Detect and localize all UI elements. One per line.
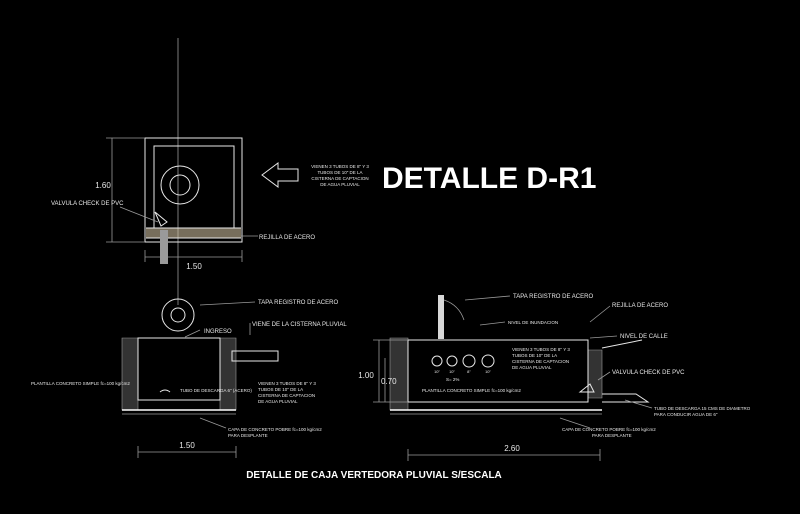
right-label-valve: VALVULA CHECK DE PVC (612, 370, 685, 376)
right-label-grate: REJILLA DE ACERO (612, 303, 668, 309)
left-note-4: DE AGUA PLUVIAL (258, 399, 298, 404)
left-note-3: CISTERNA DE CAPTACION (258, 393, 315, 398)
right-pipe-label-2: 10" (449, 369, 455, 374)
plan-outer-box (144, 137, 243, 243)
section-left: TAPA REGISTRO DE ACERO INGRESO VIENE DE … (31, 298, 347, 458)
left-label-from: VIENE DE LA CISTERNA PLUVIAL (252, 322, 347, 328)
right-label-street: NIVEL DE CALLE (620, 334, 668, 340)
left-label-base: CAPA DE CONCRETO POBRE fc=100 kg/cm2 (228, 427, 322, 432)
right-note-1: VIENEN 3 TUBOS DE 8" Y 3 (512, 347, 570, 352)
right-pipe-label-4: 10" (485, 369, 491, 374)
right-dim-2: 0.70 (381, 377, 397, 386)
right-label-slope: S= 2% (446, 377, 459, 382)
right-pipe-label-3: 8" (467, 369, 471, 374)
plan-pipe-inner (169, 174, 191, 196)
plan-note-3: CISTERNA DE CAPTACION (311, 176, 368, 181)
plan-note-2: TUBOS DE 10" DE LA (317, 170, 362, 175)
plan-dim-width: 1.50 (186, 262, 202, 271)
plan-label-grate: REJILLA DE ACERO (259, 235, 315, 241)
right-dim-1: 1.00 (358, 371, 374, 380)
right-label-discharge-2: PARA CONDUCIR AGUA DE 6" (654, 412, 718, 417)
right-note-3: CISTERNA DE CAPTACION (512, 359, 569, 364)
right-label-discharge-1: TUBO DE DESCARGA 15 CMS DE DIAMETRO (654, 406, 751, 411)
plan-view: 1.60 1.50 VALVULA CHECK DE PVC REJILLA D… (51, 38, 369, 305)
plan-grate (146, 228, 241, 238)
left-note-1: VIENEN 3 TUBOS DE 8" Y 3 (258, 381, 316, 386)
right-label-base: CAPA DE CONCRETO POBRE fc=100 kg/cm2 (562, 427, 656, 432)
plan-note-4: DE AGUA PLUVIAL (320, 182, 360, 187)
plan-dim-height: 1.60 (95, 181, 111, 190)
right-dim-width: 2.60 (504, 444, 520, 453)
plan-valve (160, 230, 168, 264)
section-right: TAPA REGISTRO DE ACERO REJILLA DE ACERO … (358, 294, 751, 461)
right-pipe-label-1: 10" (434, 369, 440, 374)
left-label-discharge: TUBO DE DESCARGA 6" (ACERO) (180, 388, 252, 393)
direction-arrow (261, 162, 299, 188)
left-label-slab: PLANTILLA CONCRETO SIMPLE fc=100 kg/cm2 (31, 381, 130, 386)
right-label-flood: NIVEL DE INUNDACION (508, 320, 558, 325)
left-dim-width: 1.50 (179, 441, 195, 450)
right-note-2: TUBOS DE 10" DE LA (512, 353, 557, 358)
left-note-2: TUBOS DE 10" DE LA (258, 387, 303, 392)
plan-label-valve: VALVULA CHECK DE PVC (51, 201, 124, 207)
drawing-title: DETALLE D-R1 (382, 162, 596, 195)
plan-pipe-outer (160, 165, 200, 205)
right-label-lid: TAPA REGISTRO DE ACERO (513, 294, 593, 300)
plan-note-1: VIENEN 3 TUBOS DE 8" Y 3 (311, 164, 369, 169)
drawing-subtitle: DETALLE DE CAJA VERTEDORA PLUVIAL S/ESCA… (246, 470, 502, 481)
plan-inner-box (153, 145, 235, 229)
left-label-sub: PARA DESPLANTE (228, 433, 268, 438)
right-label-sub: PARA DESPLANTE (592, 433, 632, 438)
right-note-4: DE AGUA PLUVIAL (512, 365, 552, 370)
left-label-lid: TAPA REGISTRO DE ACERO (258, 300, 338, 306)
right-label-slab: PLANTILLA CONCRETO SIMPLE fc=100 kg/cm2 (422, 388, 521, 393)
left-label-inlet: INGRESO (204, 329, 232, 335)
